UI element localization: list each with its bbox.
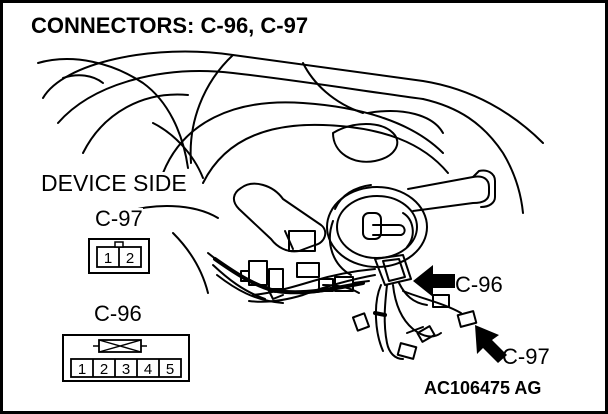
c97-pin-2: 2	[126, 250, 134, 267]
c96-callout-label: C-96	[455, 272, 503, 297]
c97-connector-label: C-97	[95, 206, 143, 231]
c96-pin-2: 2	[100, 361, 108, 378]
c97-connector-face: 1 2	[88, 238, 150, 274]
c96-pin-1: 1	[78, 361, 86, 378]
figure-id: AC106475 AG	[424, 378, 542, 398]
c97-pin-1: 1	[104, 250, 112, 267]
c96-callout-arrow	[413, 265, 455, 297]
diagram-title: CONNECTORS: C-96, C-97	[31, 13, 309, 38]
c96-pin-3: 3	[122, 361, 130, 378]
c96-pin-4: 4	[144, 361, 152, 378]
c96-pin-5: 5	[166, 361, 174, 378]
c97-callout-arrow	[475, 325, 507, 363]
c96-connector-label: C-96	[94, 301, 142, 326]
c97-callout-label: C-97	[502, 344, 550, 369]
c96-connector-face: 1 2 3 4 5	[62, 334, 190, 382]
device-side-label: DEVICE SIDE	[39, 170, 189, 196]
